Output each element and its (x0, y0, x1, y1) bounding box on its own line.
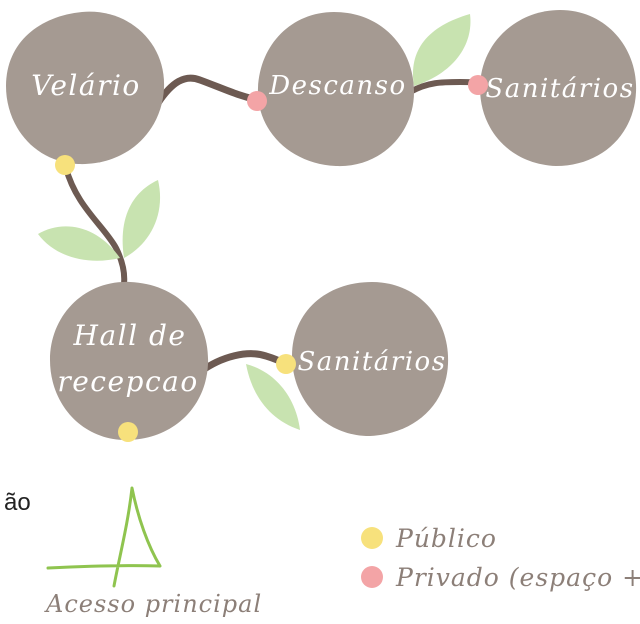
leaf-top-icon (412, 14, 471, 86)
node-sanitarios-bottom: Sanitários (292, 282, 449, 436)
node-velario: Velário (6, 11, 165, 165)
node-descanso: Descanso (257, 12, 414, 167)
leaf-right-icon (122, 180, 161, 258)
node-velario-label: Velário (31, 69, 141, 102)
public-legend-label: Público (395, 524, 497, 553)
node-hall-label-line1: Hall de (73, 319, 187, 352)
leaf-bottom-icon (246, 364, 300, 430)
public-marker-velario (55, 155, 75, 175)
node-sanitarios-bottom-label: Sanitários (297, 347, 446, 377)
connector-velario-hall (63, 165, 128, 287)
public-legend-swatch (361, 527, 383, 549)
access-type-legend: Público Privado (espaço + (361, 524, 640, 592)
connector-hall-sanitarios (196, 350, 290, 376)
private-marker-sanitarios-top (468, 75, 488, 95)
main-access-label: Acesso principal (44, 590, 262, 618)
private-legend-swatch (361, 566, 383, 588)
node-sanitarios-top: Sanitários (480, 10, 637, 166)
left-partial-text: ão (4, 489, 31, 516)
private-legend-label: Privado (espaço + (395, 563, 640, 592)
public-marker-hall (118, 422, 138, 442)
private-marker-descanso (247, 91, 267, 111)
main-access-legend: Acesso principal (44, 486, 262, 618)
public-marker-sanitarios-bottom (276, 354, 296, 374)
leaf-left-icon (38, 226, 120, 261)
node-hall-label-line2: recepcao (57, 365, 198, 398)
node-descanso-label: Descanso (268, 71, 406, 101)
node-hall-recepcao: Hall de recepcao (50, 281, 209, 440)
node-sanitarios-top-label: Sanitários (485, 74, 634, 104)
main-access-arrow-icon (46, 486, 162, 588)
connector-velario-descanso (154, 74, 262, 107)
